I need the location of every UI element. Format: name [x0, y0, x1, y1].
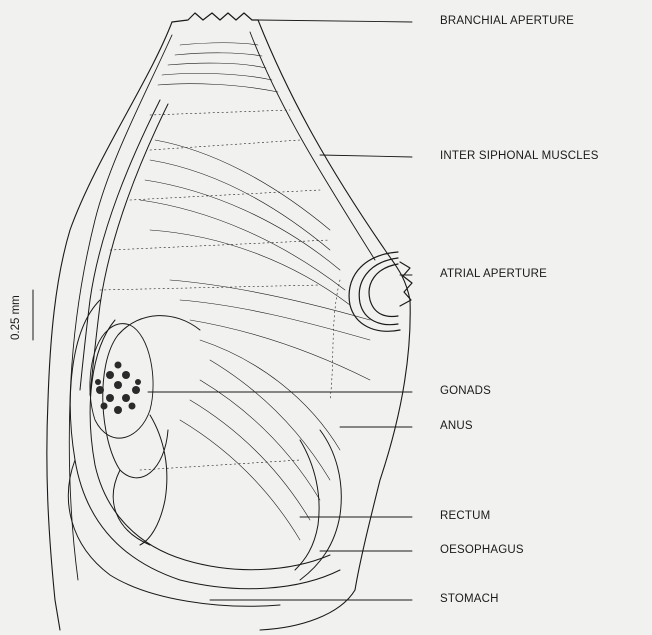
inner-wall — [69, 32, 375, 580]
label-atrial-aperture: ATRIAL APERTURE — [440, 268, 547, 280]
label-stomach: STOMACH — [440, 593, 499, 605]
branchial-aperture — [172, 13, 258, 22]
stomach-wall — [68, 430, 341, 606]
endostyle — [80, 100, 168, 395]
gonad-granules — [95, 362, 141, 415]
label-rectum: RECTUM — [440, 510, 490, 522]
label-branchial-aperture: BRANCHIAL APERTURE — [440, 15, 574, 27]
gut-loop — [70, 300, 340, 589]
label-inter-siphonal-muscles: INTER SIPHONAL MUSCLES — [440, 150, 599, 162]
body-outline — [47, 20, 410, 630]
atrial-aperture — [349, 252, 412, 331]
label-oesophagus: OESOPHAGUS — [440, 544, 524, 556]
muscle-fibers — [140, 43, 370, 540]
label-gonads: GONADS — [440, 385, 491, 397]
scale-bar-label: 0.25 mm — [10, 295, 22, 340]
label-anus: ANUS — [440, 420, 473, 432]
dotted-lines — [100, 110, 340, 470]
